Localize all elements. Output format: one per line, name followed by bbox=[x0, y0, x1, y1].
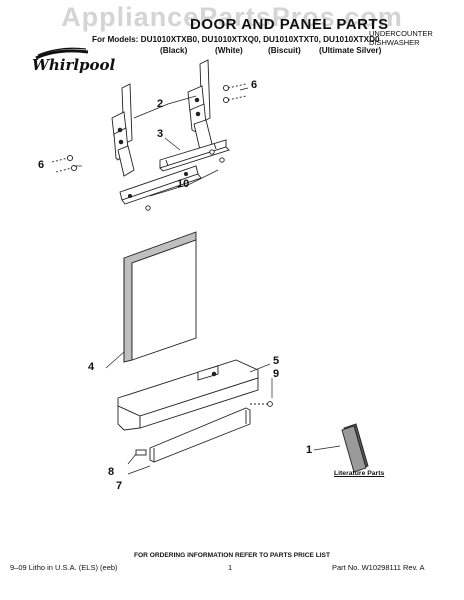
clip-part-8 bbox=[135, 449, 147, 456]
color-label-black: (Black) bbox=[160, 46, 188, 55]
callout-2: 2 bbox=[157, 98, 164, 110]
door-hinge-bracket-left bbox=[111, 83, 135, 177]
callout-1: 1 bbox=[306, 444, 313, 456]
screw-set-left bbox=[51, 154, 78, 173]
callout-8: 8 bbox=[108, 466, 115, 478]
screw-set-rail bbox=[145, 149, 225, 211]
color-label-silver: (Ultimate Silver) bbox=[319, 46, 382, 55]
screw-set-right bbox=[222, 83, 247, 104]
callout-10: 10 bbox=[177, 178, 190, 190]
page-number: 1 bbox=[228, 563, 233, 572]
callout-7: 7 bbox=[116, 480, 123, 492]
brand-logo-text: Whirlpool bbox=[32, 56, 116, 74]
kickplate-part-7 bbox=[149, 407, 251, 463]
litho-note: 9–09 Litho in U.S.A. (ELS) (eeb) bbox=[10, 563, 118, 572]
screw-part-9 bbox=[250, 401, 273, 407]
color-label-white: (White) bbox=[215, 46, 243, 55]
callout-4: 4 bbox=[88, 361, 95, 373]
literature-parts-label: Literature Parts bbox=[334, 470, 385, 477]
callout-6-left: 6 bbox=[38, 159, 45, 171]
literature-booklet-part-1 bbox=[341, 423, 369, 473]
models-line: For Models: DU1010XTXB0, DU1010XTXQ0, DU… bbox=[92, 35, 380, 44]
part-number: Part No. W10298111 Rev. A bbox=[332, 563, 425, 572]
support-rail-part-10 bbox=[119, 165, 202, 205]
category-line-1: UNDERCOUNTER bbox=[369, 29, 433, 38]
category-line-2: DISHWASHER bbox=[369, 38, 420, 47]
brand-logo-swoosh bbox=[35, 47, 89, 60]
callout-9: 9 bbox=[273, 368, 280, 380]
category-label: UNDERCOUNTER DISHWASHER bbox=[369, 29, 449, 47]
callout-5: 5 bbox=[273, 355, 280, 367]
page-title: DOOR AND PANEL PARTS bbox=[190, 16, 389, 33]
door-panel-part-4 bbox=[123, 231, 197, 363]
door-hinge-bracket-right bbox=[187, 59, 213, 151]
callout-6-right: 6 bbox=[251, 79, 258, 91]
watermark-text: AppliancePartsPros.com bbox=[61, 2, 403, 32]
ordering-note: FOR ORDERING INFORMATION REFER TO PARTS … bbox=[134, 552, 330, 559]
toe-panel-part-5 bbox=[117, 359, 259, 431]
color-label-biscuit: (Biscuit) bbox=[268, 46, 301, 55]
callout-3: 3 bbox=[157, 128, 164, 140]
